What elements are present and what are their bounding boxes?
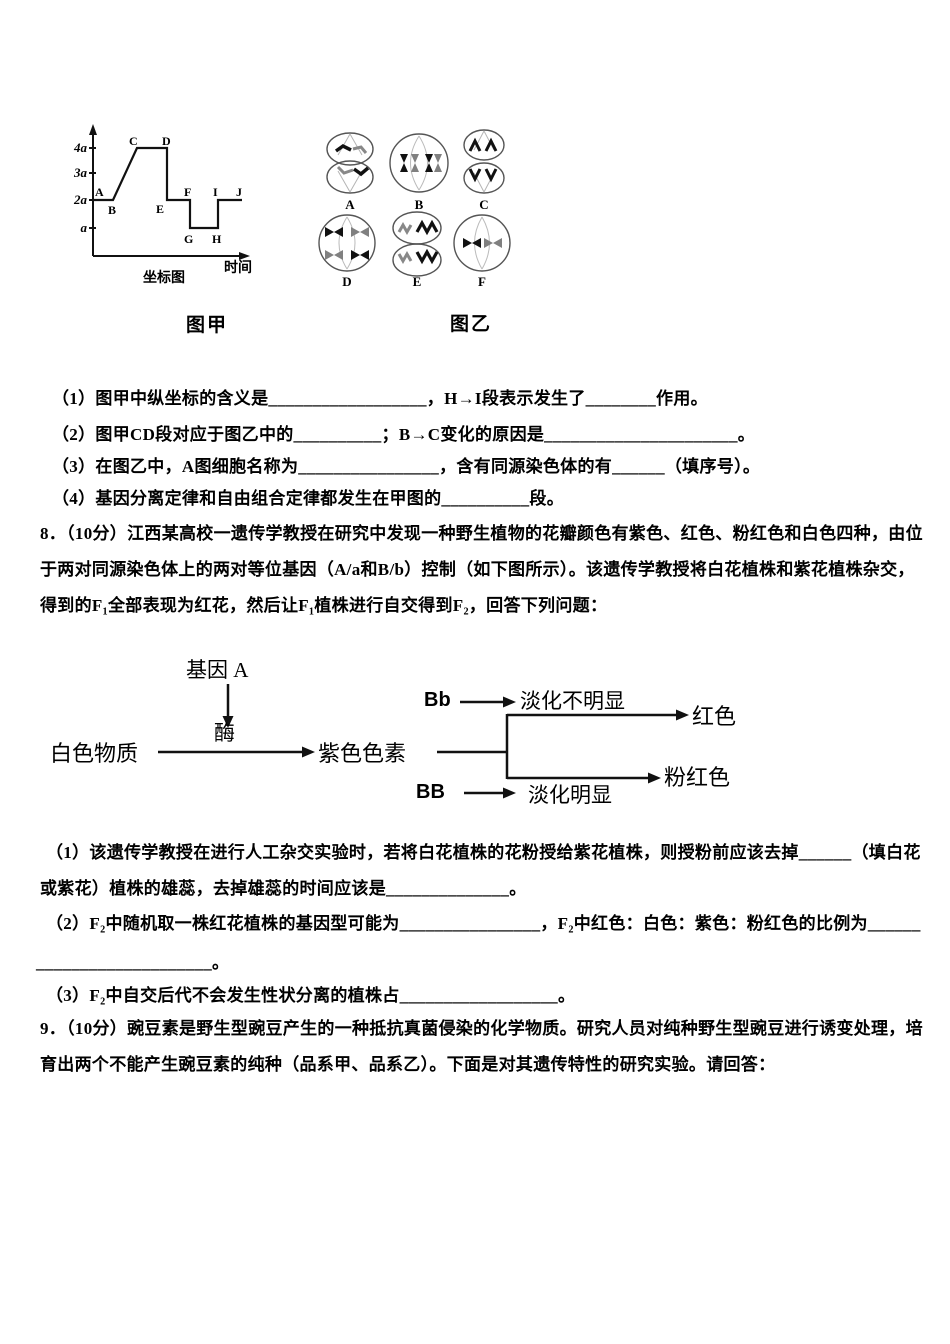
q7-part-3: （3）在图乙中，A图细胞名称为________________，含有同源染色体的…	[52, 457, 761, 476]
figure-jia-chart: 4a 3a 2a a A B C D E F G H I J 时间 坐标图	[73, 124, 252, 286]
flow-genotype-bb-top: Bb	[424, 689, 451, 711]
cell-C	[463, 129, 505, 194]
pt-I: I	[213, 185, 218, 199]
flow-diagram-arrows	[158, 684, 689, 799]
pt-F: F	[184, 185, 191, 199]
ytick-4a: 4a	[73, 140, 88, 155]
cell-label-F: F	[478, 274, 486, 289]
flow-effect-bottom-label: 淡化明显	[528, 783, 612, 807]
chart-title: 坐标图	[143, 269, 185, 286]
q7-part-1: （1）图甲中纵坐标的含义是__________________，H→I段表示发生…	[52, 389, 708, 408]
q8-part-2-line-2: ____________________。	[36, 953, 230, 972]
pt-B: B	[108, 203, 116, 217]
cell-label-E: E	[413, 274, 422, 289]
pt-H: H	[212, 232, 222, 246]
q8-part-3: （3）F₂中自交后代不会发生性状分离的植株占__________________…	[46, 986, 576, 1005]
cell-F	[453, 214, 511, 272]
chart-point-labels: A B C D E F G H I J	[95, 134, 242, 246]
pt-D: D	[162, 134, 171, 148]
q7-part-2: （2）图甲CD段对应于图乙中的__________；B→C变化的原因是_____…	[52, 425, 756, 444]
cell-labels: A B C D E F	[342, 197, 488, 289]
flow-substrate-label: 白色物质	[50, 741, 139, 766]
chart-curve	[93, 146, 242, 230]
pt-G: G	[184, 232, 193, 246]
flow-gene-a-label: 基因 A	[186, 658, 249, 682]
q7-part-4: （4）基因分离定律和自由组合定律都发生在甲图的__________段。	[52, 489, 564, 508]
cell-A	[326, 132, 374, 194]
q8-stem-line-2: 于两对同源染色体上的两对等位基因（A/a和B/b）控制（如下图所示）。该遗传学教…	[40, 560, 915, 579]
q8-part-1-line-2: 或紫花）植株的雄蕊，去掉雄蕊的时间应该是______________。	[40, 879, 527, 898]
q8-part-1-line-1: （1）该遗传学教授在进行人工杂交实验时，若将白花植株的花粉授给紫花植株，则授粉前…	[46, 843, 921, 862]
q9-stem-line-2: 育出两个不能产生豌豆素的纯种（品系甲、品系乙）。下面是对其遗传特性的研究实验。请…	[40, 1055, 776, 1074]
ytick-a: a	[81, 220, 88, 235]
chart-axes	[89, 124, 250, 260]
cell-D	[318, 214, 376, 272]
q8-part-2-line-1: （2）F₂中随机取一株红花植株的基因型可能为________________，F…	[46, 914, 921, 933]
pt-E: E	[156, 202, 164, 216]
q9-stem-line-1: 9．（10分）豌豆素是野生型豌豆产生的一种抵抗真菌侵染的化学物质。研究人员对纯种…	[40, 1019, 923, 1038]
figure-jia-caption: 图甲	[186, 315, 229, 336]
chart-ytick-labels: 4a 3a 2a a	[73, 140, 88, 235]
q8-stem-line-1: 8．（10分）江西某高校一遗传学教授在研究中发现一种野生植物的花瓣颜色有紫色、红…	[40, 524, 923, 543]
flow-result-red-label: 红色	[692, 704, 737, 729]
pt-J: J	[236, 185, 242, 199]
flow-genotype-bb-bottom: BB	[416, 781, 445, 803]
ytick-2a: 2a	[73, 192, 88, 207]
q8-stem-line-3: 得到的F₁全部表现为红花，然后让F₁植株进行自交得到F₂，回答下列问题：	[40, 596, 608, 615]
flow-pigment-label: 紫色色素	[318, 741, 407, 766]
flow-effect-top-label: 淡化不明显	[520, 689, 625, 713]
figure-yi-cells: A B C D E F	[318, 129, 511, 289]
cell-label-A: A	[345, 197, 355, 212]
cell-label-D: D	[342, 274, 351, 289]
x-axis-label: 时间	[224, 259, 252, 276]
cell-E	[392, 211, 442, 277]
flow-enzyme-label: 酶	[214, 721, 235, 745]
flow-result-pink-label: 粉红色	[664, 765, 731, 790]
figure-yi-caption: 图乙	[450, 314, 493, 335]
cell-label-B: B	[415, 197, 424, 212]
pt-C: C	[129, 134, 138, 148]
pt-A: A	[95, 185, 104, 199]
ytick-3a: 3a	[73, 165, 88, 180]
cell-B	[389, 133, 449, 193]
cell-label-C: C	[479, 197, 488, 212]
